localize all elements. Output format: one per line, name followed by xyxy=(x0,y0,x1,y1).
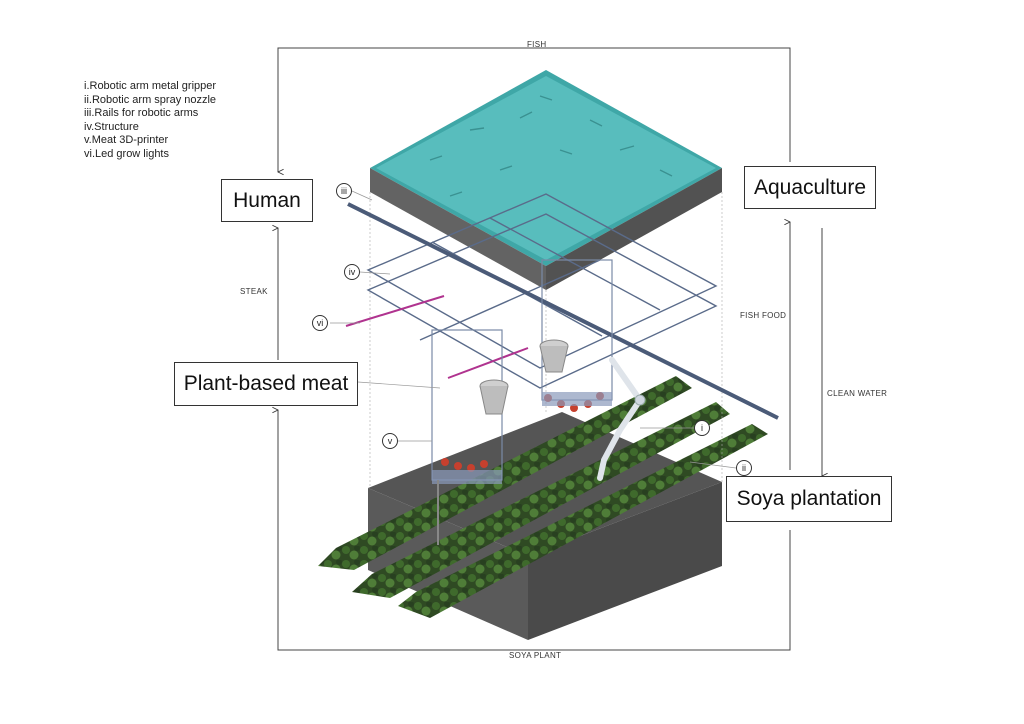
marker-ii: ii xyxy=(736,460,752,476)
soya-plant-flow-line xyxy=(278,410,791,651)
soya-rows xyxy=(318,376,768,618)
marker-i: i xyxy=(694,420,710,436)
meat-printer-units xyxy=(431,259,613,545)
truss-structure xyxy=(366,193,718,389)
legend-item: v.Meat 3D-printer xyxy=(84,134,169,147)
flow-lines xyxy=(278,47,822,651)
marker-v: v xyxy=(382,433,398,449)
aquaculture-box: Aquaculture xyxy=(744,166,876,209)
clean-water-flow-label: CLEAN WATER xyxy=(827,389,888,398)
component-legend: i.Robotic arm metal gripper ii.Robotic a… xyxy=(84,80,216,162)
legend-item: iii.Rails for robotic arms xyxy=(84,107,199,120)
steak-flow-label: STEAK xyxy=(240,287,268,296)
soya-plantation-box: Soya plantation xyxy=(726,476,892,522)
legend-item: vi.Led grow lights xyxy=(84,147,169,160)
legend-item: iv.Structure xyxy=(84,120,139,133)
led-grow-lights xyxy=(345,295,529,379)
human-box: Human xyxy=(221,179,313,222)
marker-vi: vi xyxy=(312,315,328,331)
robotic-rail xyxy=(347,202,779,420)
aquaculture-tank xyxy=(370,70,722,290)
marker-iii: iii xyxy=(336,183,352,199)
soya-plant-flow-label: SOYA PLANT xyxy=(509,651,562,660)
legend-item: ii.Robotic arm spray nozzle xyxy=(84,93,217,106)
fish-flow-line xyxy=(278,47,791,172)
legend-item: i.Robotic arm metal gripper xyxy=(84,80,217,92)
fish-food-flow-label: FISH FOOD xyxy=(740,311,787,320)
marker-leaders xyxy=(330,190,737,469)
plant-based-meat-box: Plant-based meat xyxy=(174,362,358,406)
fish-flow-label: FISH xyxy=(527,40,547,49)
marker-iv: iv xyxy=(344,264,360,280)
robotic-arm xyxy=(597,357,646,481)
